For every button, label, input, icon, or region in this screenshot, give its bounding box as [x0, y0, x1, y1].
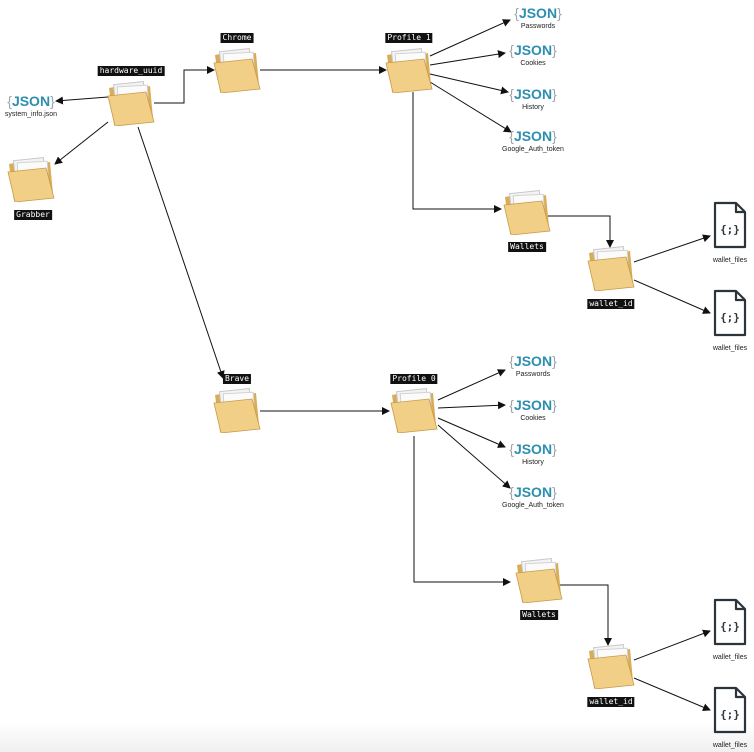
folder-icon: [7, 156, 55, 202]
json-chrome-cookies[interactable]: {JSON} Cookies: [488, 41, 578, 68]
code-file-icon: {;}: [713, 201, 747, 249]
folder-label: wallet_id: [587, 299, 635, 309]
json-brave-cookies[interactable]: {JSON} Cookies: [488, 396, 578, 423]
json-logo-text: JSON: [513, 128, 553, 144]
json-logo-text: JSON: [513, 42, 553, 58]
json-chrome-google-auth[interactable]: {JSON} Google_Auth_token: [488, 127, 578, 154]
folder-label: Profile 1: [385, 33, 433, 43]
folder-icon: [107, 80, 155, 126]
json-caption: Passwords: [515, 371, 551, 378]
edge-profile1-to-cookies: [429, 50, 506, 66]
folder-label: hardware_uuid: [97, 66, 165, 76]
edge-profile0-to-google: [437, 424, 511, 489]
json-chrome-history[interactable]: {JSON} History: [488, 85, 578, 112]
wallet-file-brave-2[interactable]: {;} wallet_files: [706, 686, 754, 750]
edge-wallets1-to-walletid: [547, 215, 614, 248]
json-logo-text: JSON: [513, 484, 553, 500]
file-caption: wallet_files: [712, 742, 748, 749]
edge-profile0-to-wallets: [413, 436, 511, 586]
svg-text:{;}: {;}: [720, 311, 740, 324]
svg-text:{;}: {;}: [720, 620, 740, 633]
folder-icon: [503, 189, 551, 235]
folder-label: Profile 0: [390, 374, 438, 384]
json-caption: History: [522, 459, 544, 466]
code-file-icon: {;}: [713, 598, 747, 646]
json-icon: {JSON}: [509, 128, 557, 144]
edge-hw-to-system-info: [55, 96, 109, 105]
json-icon: {JSON}: [509, 397, 557, 413]
wallet-file-chrome-2[interactable]: {;} wallet_files: [706, 289, 754, 353]
edge-hw-to-chrome: [154, 66, 215, 104]
folder-icon: [390, 387, 438, 433]
json-brave-passwords[interactable]: {JSON} Passwords: [488, 352, 578, 379]
edge-profile0-to-history: [437, 417, 506, 448]
code-file-icon: {;}: [713, 686, 747, 734]
folder-label: Chrome: [220, 33, 254, 43]
json-caption: Google_Auth_token: [502, 502, 564, 509]
json-caption: system_info.json: [4, 111, 58, 118]
folder-icon: [213, 47, 261, 93]
edge-hw-to-grabber: [54, 121, 109, 165]
json-caption: Google_Auth_token: [502, 146, 564, 153]
edge-wallets2-to-walletid: [559, 584, 612, 646]
json-icon: {JSON}: [509, 353, 557, 369]
json-logo-text: JSON: [11, 93, 51, 109]
file-caption: wallet_files: [712, 345, 748, 352]
edge-walletid2-to-file2: [633, 677, 711, 711]
edge-profile1-to-history: [429, 73, 509, 95]
svg-text:{;}: {;}: [720, 223, 740, 236]
json-system-info[interactable]: {JSON} system_info.json: [0, 92, 76, 119]
svg-text:{;}: {;}: [720, 708, 740, 721]
json-logo-text: JSON: [518, 5, 558, 21]
json-brave-history[interactable]: {JSON} History: [488, 440, 578, 467]
file-caption: wallet_files: [712, 257, 748, 264]
json-logo-text: JSON: [513, 441, 553, 457]
json-logo-text: JSON: [513, 397, 553, 413]
edge-profile1-to-passwords: [429, 19, 511, 57]
json-caption: Cookies: [520, 415, 546, 422]
folder-icon: [213, 387, 261, 433]
json-logo-text: JSON: [513, 353, 553, 369]
file-caption: wallet_files: [712, 654, 748, 661]
json-brave-google-auth[interactable]: {JSON} Google_Auth_token: [488, 483, 578, 510]
json-logo-text: JSON: [513, 86, 553, 102]
edge-walletid1-to-file2: [633, 279, 711, 314]
edge-walletid2-to-file1: [633, 629, 711, 661]
json-caption: Cookies: [520, 60, 546, 67]
folder-label: Brave: [222, 374, 252, 384]
folder-icon: [587, 245, 635, 291]
folder-icon: [587, 643, 635, 689]
json-caption: Passwords: [520, 23, 556, 30]
wallet-file-chrome-1[interactable]: {;} wallet_files: [706, 201, 754, 265]
json-icon: {JSON}: [509, 441, 557, 457]
edge-hw-to-brave: [137, 126, 225, 379]
json-icon: {JSON}: [509, 86, 557, 102]
folder-label: Grabber: [14, 210, 52, 220]
edge-profile1-to-wallets: [412, 92, 502, 213]
wallet-file-brave-1[interactable]: {;} wallet_files: [706, 598, 754, 662]
edge-profile0-to-cookies: [437, 401, 506, 410]
edge-profile1-to-google: [429, 81, 512, 133]
folder-icon: [515, 557, 563, 603]
json-icon: {JSON}: [509, 42, 557, 58]
json-icon: {JSON}: [514, 5, 562, 21]
json-icon: {JSON}: [509, 484, 557, 500]
folder-label: Wallets: [508, 242, 546, 252]
edge-walletid1-to-file1: [633, 234, 711, 263]
folder-icon: [385, 47, 433, 93]
edge-profile0-to-passwords: [437, 369, 506, 401]
folder-label: Wallets: [520, 610, 558, 620]
folder-label: wallet_id: [587, 697, 635, 707]
json-caption: History: [522, 104, 544, 111]
json-chrome-passwords[interactable]: {JSON} Passwords: [493, 4, 583, 31]
json-icon: {JSON}: [7, 93, 55, 109]
code-file-icon: {;}: [713, 289, 747, 337]
